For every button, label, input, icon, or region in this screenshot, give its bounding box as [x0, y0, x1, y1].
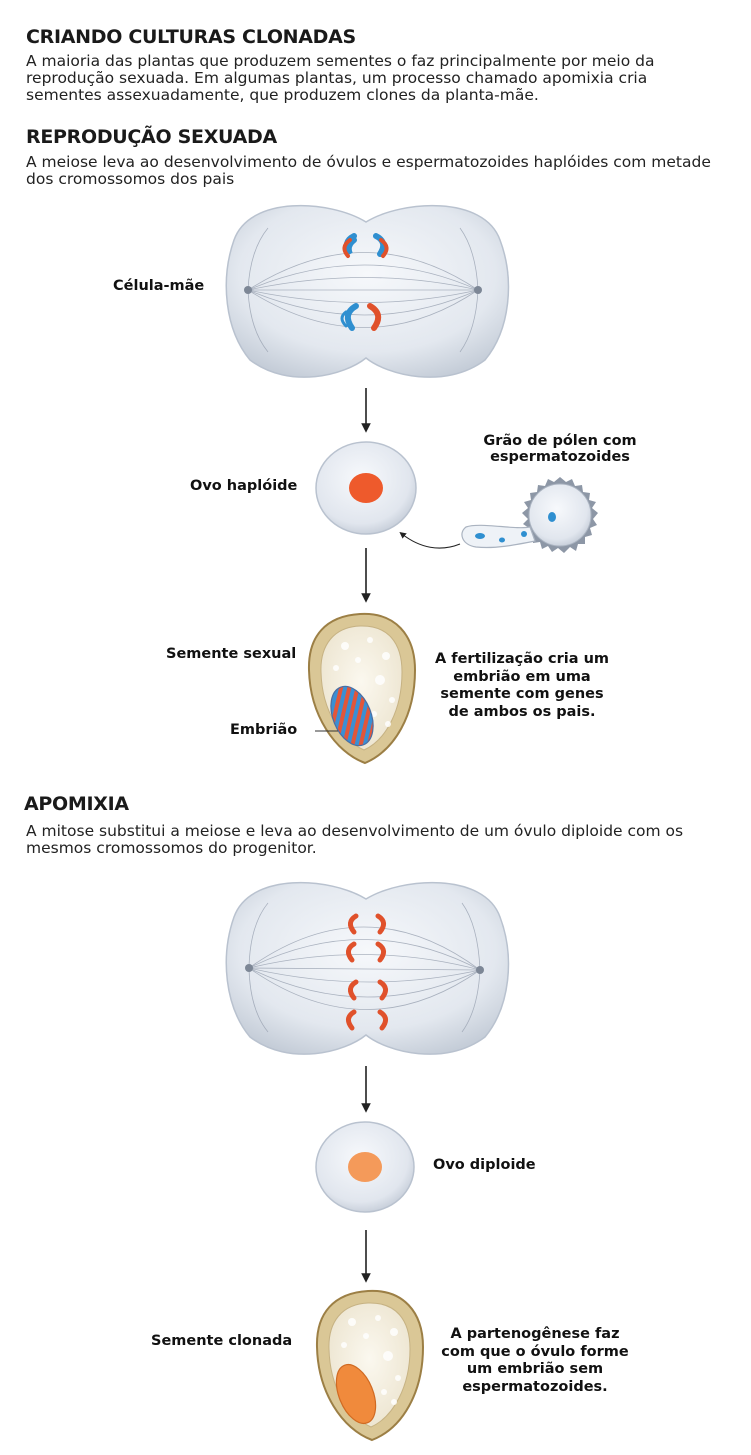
haploid-egg-label: Ovo haplóide [190, 478, 298, 494]
chromosomes-apomixis [346, 913, 388, 1031]
apomixis-mother-cell [225, 881, 510, 1055]
fertilization-note: A fertilização cria um embrião em uma se… [430, 651, 614, 721]
centrosome-left [244, 286, 252, 294]
apomixis-description: A mitose substitui a meiose e leva ao de… [26, 822, 684, 857]
parthenogenesis-note-line1: A partenogênese faz [450, 1326, 620, 1342]
pollen-grain [461, 477, 598, 553]
centrosome-right [474, 286, 482, 294]
spindle-fibers [247, 227, 479, 353]
fertilization-note-line3: semente com genes [440, 686, 604, 702]
cloned-seed [315, 1289, 425, 1442]
diploid-egg [315, 1121, 415, 1213]
sexual-seed-label: Semente sexual [166, 646, 297, 662]
diploid-nucleus [348, 1152, 382, 1182]
pollen-label: Grão de pólen com espermatozoides [470, 433, 650, 465]
haploid-egg [315, 441, 417, 535]
parthenogenesis-note-line2: com que o óvulo forme [441, 1343, 629, 1360]
spindle-fibers-apomixis [248, 902, 481, 1033]
clone-embryo [335, 1363, 377, 1425]
fertilization-note-line4: de ambos os pais. [448, 703, 596, 720]
cloned-seed-label: Semente clonada [151, 1333, 293, 1349]
sexual-heading: REPRODUÇÃO SEXUADA [26, 126, 277, 148]
sexual-description: A meiose leva ao desenvolvimento de óvul… [26, 153, 711, 188]
chromosomes-top [342, 233, 389, 258]
hybrid-embryo [330, 685, 374, 747]
parthenogenesis-note: A partenogênese faz com que o óvulo form… [440, 1326, 630, 1396]
intro-text: A maioria das plantas que produzem semen… [26, 52, 655, 104]
apomixis-heading: APOMIXIA [24, 793, 129, 815]
parthenogenesis-note-line4: espermatozoides. [462, 1378, 608, 1395]
mother-cell [225, 204, 510, 378]
mother-cell-label: Célula-mãe [113, 278, 205, 294]
diploid-egg-label: Ovo diploide [433, 1157, 536, 1173]
pollination-arrow [399, 531, 461, 549]
fertilization-note-line2: embrião em uma [453, 668, 591, 685]
parthenogenesis-note-line3: um embrião sem [466, 1361, 604, 1377]
embryo-label: Embrião [230, 722, 298, 738]
fertilization-note-line1: A fertilização cria um [435, 651, 609, 667]
chromosomes-bottom [340, 303, 382, 331]
pollen-label-line2: espermatozoides [490, 449, 630, 465]
haploid-nucleus [349, 473, 383, 503]
pollen-label-line1: Grão de pólen com [483, 433, 637, 449]
sexual-seed [307, 612, 417, 765]
page-title: CRIANDO CULTURAS CLONADAS [26, 26, 356, 48]
